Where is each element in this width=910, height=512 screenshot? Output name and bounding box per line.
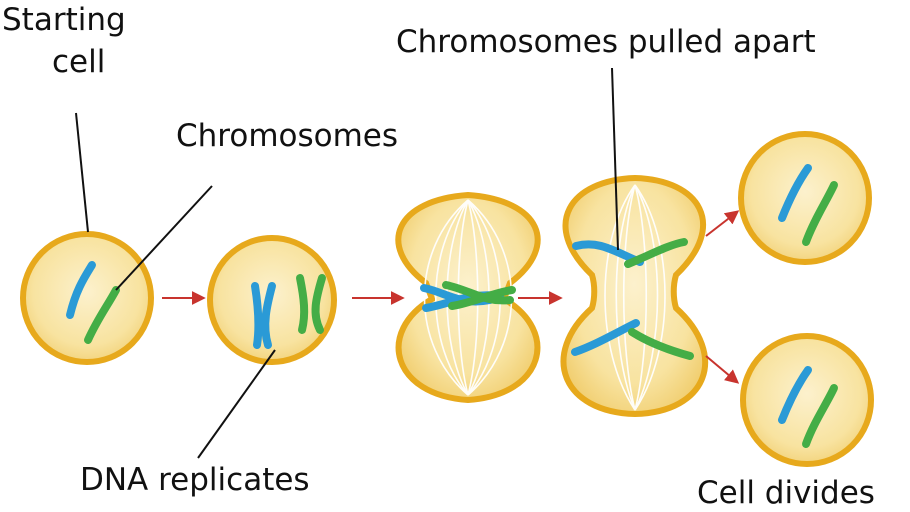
label-cell-divides: Cell divides	[697, 475, 875, 511]
leader-chromosomes	[115, 185, 213, 291]
leader-pulled-apart	[611, 67, 619, 251]
replicated-chromosome-green	[296, 274, 326, 334]
spindle-fibers-anaphase	[604, 184, 666, 411]
replicated-cell	[207, 235, 337, 365]
leader-starting-cell	[75, 112, 89, 233]
label-dna-replicates: DNA replicates	[80, 462, 310, 498]
arrow-4	[705, 210, 740, 237]
chromosome-green	[84, 286, 120, 344]
label-chromosomes-pulled-apart: Chromosomes pulled apart	[396, 24, 816, 60]
separated-chromosomes-bottom	[571, 319, 694, 360]
leader-dna-replicates	[197, 349, 276, 459]
label-starting-cell-line2: cell	[52, 44, 105, 80]
dividing-cell-anaphase	[560, 174, 709, 418]
separated-chromosomes-top	[572, 238, 688, 268]
chromosome-blue	[66, 261, 96, 319]
aligned-chromosomes	[420, 281, 516, 312]
label-starting-cell-line1: Starting	[2, 2, 126, 38]
process-arrows	[162, 210, 740, 384]
daughter-cell-top	[738, 131, 872, 265]
label-chromosomes: Chromosomes	[176, 118, 398, 154]
replicated-chromosome-blue	[251, 282, 276, 349]
dividing-cell-metaphase	[395, 191, 541, 404]
daughter-cell-bottom	[740, 333, 874, 467]
arrow-5	[705, 355, 740, 384]
starting-cell	[20, 231, 154, 365]
leader-lines	[75, 67, 619, 459]
